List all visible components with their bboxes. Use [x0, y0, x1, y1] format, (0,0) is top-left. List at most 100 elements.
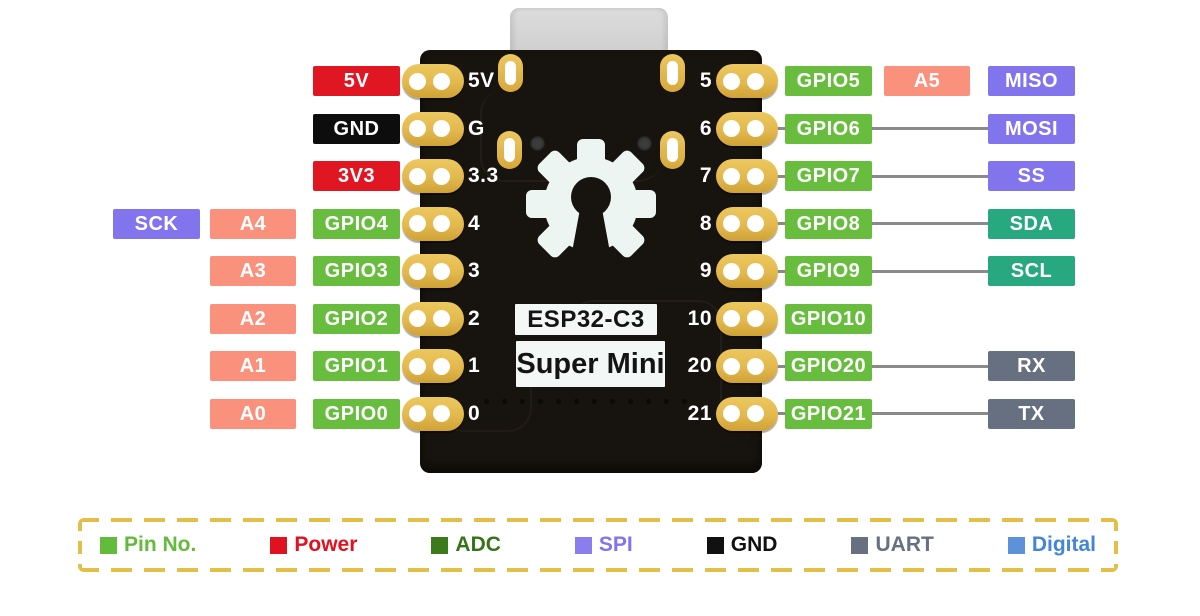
legend-label: Pin No. [124, 533, 197, 556]
pin-label-scl: SCL [988, 256, 1075, 287]
usb-connector [510, 8, 668, 54]
pin-label-mosi: MOSI [988, 113, 1075, 144]
oval-via [498, 54, 523, 92]
pin-label-gpio20: GPIO20 [785, 351, 872, 382]
pcb-dot [682, 399, 687, 404]
solder-pad-left [402, 159, 464, 194]
pad-hole [747, 120, 764, 138]
solder-pad-right [716, 159, 778, 194]
board-silk-label: 7 [699, 164, 712, 188]
solder-pad-left [402, 206, 464, 241]
solder-pad-left [402, 64, 464, 98]
pin-label-a2: A2 [210, 303, 296, 334]
solder-pad-left [402, 349, 464, 384]
board-silk-label: 20 [687, 354, 712, 378]
pad-hole [747, 215, 764, 233]
pin-label-sda: SDA [988, 208, 1075, 239]
pad-hole [723, 215, 740, 233]
pcb-dot [610, 399, 615, 404]
pin-label-gpio3: GPIO3 [313, 256, 400, 287]
pad-hole [433, 405, 450, 423]
pad-hole [723, 167, 740, 185]
board-silk-label: 3.3 [468, 164, 499, 188]
pad-hole [747, 405, 764, 423]
pad-hole [723, 262, 740, 280]
legend-label: ADC [455, 533, 501, 556]
pcb-dot [664, 399, 669, 404]
pin-label-gpio0: GPIO0 [313, 398, 400, 429]
pin-label-a4: A4 [210, 208, 296, 239]
board-silk-label: 5V [468, 69, 495, 92]
connector-line [758, 127, 1031, 131]
pin-label-gpio7: GPIO7 [785, 161, 872, 192]
pad-hole [747, 262, 764, 280]
oval-via [497, 131, 522, 169]
connector-line [758, 269, 1031, 273]
pin-label-3v3: 3V3 [313, 161, 400, 192]
legend-label: UART [875, 533, 934, 556]
connector-line [758, 364, 1031, 368]
legend-label: GND [730, 533, 778, 556]
legend-swatch [270, 536, 288, 554]
pin-label-a5: A5 [884, 66, 970, 96]
board-silk-label: 6 [699, 116, 712, 140]
board-title-line2: Super Mini [516, 341, 665, 387]
solder-pad-left [402, 111, 464, 146]
pad-hole [433, 262, 450, 280]
pad-hole [409, 215, 426, 233]
pcb-dot [538, 399, 543, 404]
solder-pad-right [716, 301, 778, 336]
pin-label-ss: SS [988, 161, 1075, 192]
legend-swatch [1007, 536, 1025, 554]
board-silk-label: 0 [468, 401, 481, 425]
pin-label-a0: A0 [210, 398, 296, 429]
pcb-dot [520, 399, 525, 404]
legend-label: SPI [598, 533, 633, 556]
oval-via [660, 131, 685, 169]
pin-label-gnd: GND [313, 113, 400, 144]
pin-label-gpio6: GPIO6 [785, 113, 872, 144]
pin-label-tx: TX [988, 398, 1075, 429]
pin-label-gpio8: GPIO8 [785, 208, 872, 239]
pin-label-gpio1: GPIO1 [313, 351, 400, 382]
pad-hole [433, 167, 450, 185]
solder-pad-right [716, 254, 778, 289]
pad-hole [409, 72, 426, 90]
legend-item-power: Power [270, 533, 357, 557]
legend-item-pinno: Pin No. [100, 533, 196, 557]
solder-pad-right [716, 64, 778, 98]
pad-hole [433, 357, 450, 375]
connector-line [758, 222, 1031, 226]
legend-swatch [100, 536, 117, 554]
legend-item-spi: SPI [574, 533, 633, 557]
pin-label-5v: 5V [313, 66, 400, 96]
pcb-dot [574, 399, 579, 404]
pad-hole [409, 310, 426, 328]
legend-item-adc: ADC [431, 533, 501, 557]
pin-label-gpio4: GPIO4 [313, 208, 400, 239]
pad-hole [723, 357, 740, 375]
connector-line [758, 412, 1031, 416]
pad-hole [723, 120, 740, 138]
pin-label-rx: RX [988, 351, 1075, 382]
legend-item-uart: UART [851, 533, 934, 557]
pad-hole [747, 357, 764, 375]
pin-label-gpio2: GPIO2 [313, 303, 400, 334]
board-silk-label: 1 [468, 354, 481, 378]
pin-label-sck: SCK [113, 208, 200, 239]
board-silk-label: 4 [468, 211, 481, 235]
board-hole [637, 136, 652, 151]
solder-pad-right [716, 396, 778, 431]
legend-swatch [851, 536, 869, 554]
solder-pad-left [402, 396, 464, 431]
pad-hole [723, 72, 740, 90]
pad-hole [409, 167, 426, 185]
board-silk-label: G [468, 116, 485, 140]
gear-logo-icon [526, 139, 656, 263]
board-silk-label: 10 [687, 306, 712, 330]
legend-swatch [706, 536, 724, 554]
pad-hole [433, 310, 450, 328]
legend-label: Power [294, 533, 358, 556]
pin-label-miso: MISO [988, 66, 1075, 96]
